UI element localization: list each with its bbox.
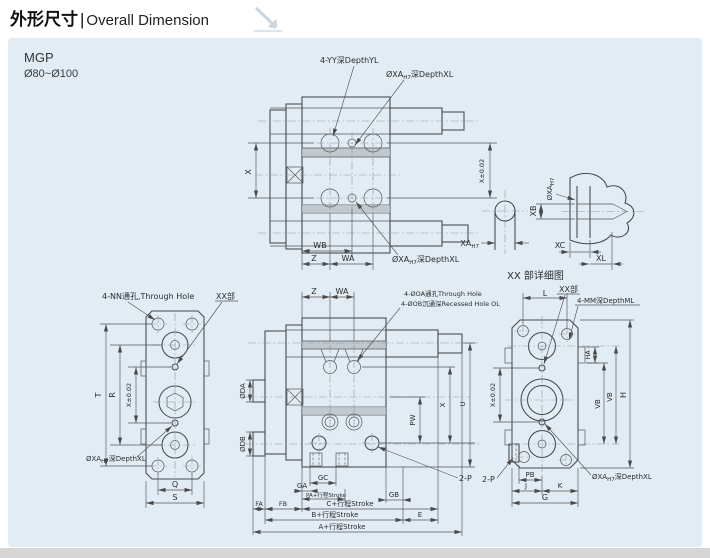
dim-t: T — [94, 392, 103, 398]
dim-db: ØDB — [239, 436, 247, 452]
dim-gb: GB — [389, 491, 399, 499]
dim-x-tol-right: X±0.02 — [478, 159, 486, 183]
label-xa-hole-right-view: ØXAH7深DepthXL — [592, 472, 652, 483]
dim-x-left: X — [244, 169, 253, 175]
dim-gc: GC — [318, 474, 328, 482]
dim-r: R — [108, 392, 117, 398]
dim-z-side: Z — [311, 254, 317, 263]
label-ports-right: 2-P — [482, 475, 495, 484]
diagonal-arrow-icon — [254, 6, 282, 32]
label-ob-holes: 4-ØOB沉通深Recessed Hole OL — [401, 299, 500, 308]
plan-view: Z WA 4-ØOA通孔Through Hole 4-ØOB沉通深Recesse… — [239, 287, 500, 536]
label-xa-hole-bottom: ØXAH7深DepthXL — [392, 254, 460, 266]
dim-z-plan: Z — [311, 287, 317, 296]
dim-vb-outer: VB — [606, 392, 614, 402]
dim-xa-dia: ØXAH7 — [546, 177, 556, 200]
left-end-view: 4-NN通孔,Through Hole XX部 T R X±0.02 Q S Ø… — [86, 291, 238, 508]
dim-xl: XL — [596, 254, 606, 263]
dim-q: Q — [172, 480, 178, 489]
dim-x-tol-left-view: X±0.02 — [125, 383, 133, 407]
label-ports-plan: 2-P — [459, 474, 472, 483]
dim-h: H — [619, 392, 628, 398]
title-divider: | — [80, 10, 85, 29]
dim-xc: XC — [555, 241, 566, 250]
label-oa-holes: 4-ØOA通孔Through Hole — [404, 289, 482, 298]
dim-c-stroke: C+行程Stroke — [326, 499, 373, 508]
label-xa-hole-top: ØXAH7深DepthXL — [386, 69, 454, 81]
dim-fb: FB — [279, 500, 287, 508]
label-nn-holes: 4-NN通孔,Through Hole — [102, 291, 194, 301]
label-mm-holes: 4-MM深DepthML — [577, 296, 634, 305]
dim-x-tol-right-view: X±0.02 — [489, 383, 497, 407]
xx-detail-view: XAH7 ØXAH7 XB XC XL XX 部详细图 — [460, 173, 645, 282]
detail-caption: XX 部详细图 — [507, 269, 564, 282]
drawing-panel — [8, 38, 702, 547]
label-xx-section-left: XX部 — [216, 291, 235, 301]
dim-xb: XB — [529, 206, 538, 217]
label-xa-hole-left-view: ØXAH7深DepthXL — [86, 454, 146, 465]
dim-e: E — [418, 511, 422, 519]
page-title: 外形尺寸|Overall Dimension — [10, 5, 209, 30]
label-yy-holes: 4-YY深DepthYL — [320, 56, 379, 65]
dim-b-stroke: B+行程Stroke — [312, 510, 359, 519]
dim-j: J — [524, 482, 527, 490]
dim-a-stroke: A+行程Stroke — [319, 522, 366, 531]
dim-k: K — [558, 482, 563, 490]
label-xx-section-right: XX部 — [559, 284, 578, 294]
dim-x-plan: X — [439, 402, 447, 407]
right-end-view: XX部 4-MM深DepthML L HA VB VB H X±0.02 PB … — [482, 284, 652, 507]
title-chinese: 外形尺寸 — [10, 10, 78, 29]
dim-pb: PB — [525, 471, 534, 479]
bore-range: Ø80~Ø100 — [24, 68, 79, 80]
dim-pw: PW — [409, 414, 417, 425]
model-code: MGP — [24, 50, 54, 65]
dim-wa-plan: WA — [336, 287, 349, 296]
section-divider-strip — [0, 548, 710, 558]
dim-ha: HA — [584, 350, 592, 360]
side-view: 4-YY深DepthYL ØXAH7深DepthXL ØXAH7深DepthXL… — [244, 56, 497, 270]
dim-da: ØDA — [239, 383, 247, 399]
title-english: Overall Dimension — [86, 12, 209, 29]
dim-g: G — [542, 493, 548, 502]
dim-wb: WB — [313, 241, 326, 250]
dim-fa: FA — [255, 500, 263, 508]
dim-u: U — [459, 401, 467, 406]
dim-pa-stroke: PA+行程Stroke — [306, 491, 346, 499]
dim-ga: GA — [297, 482, 307, 490]
dim-s: S — [172, 493, 177, 502]
dim-wa-side: WA — [342, 254, 355, 263]
dim-vb-inner: VB — [594, 399, 602, 409]
dim-l: L — [543, 289, 548, 298]
dim-xa-width: XAH7 — [460, 239, 479, 250]
